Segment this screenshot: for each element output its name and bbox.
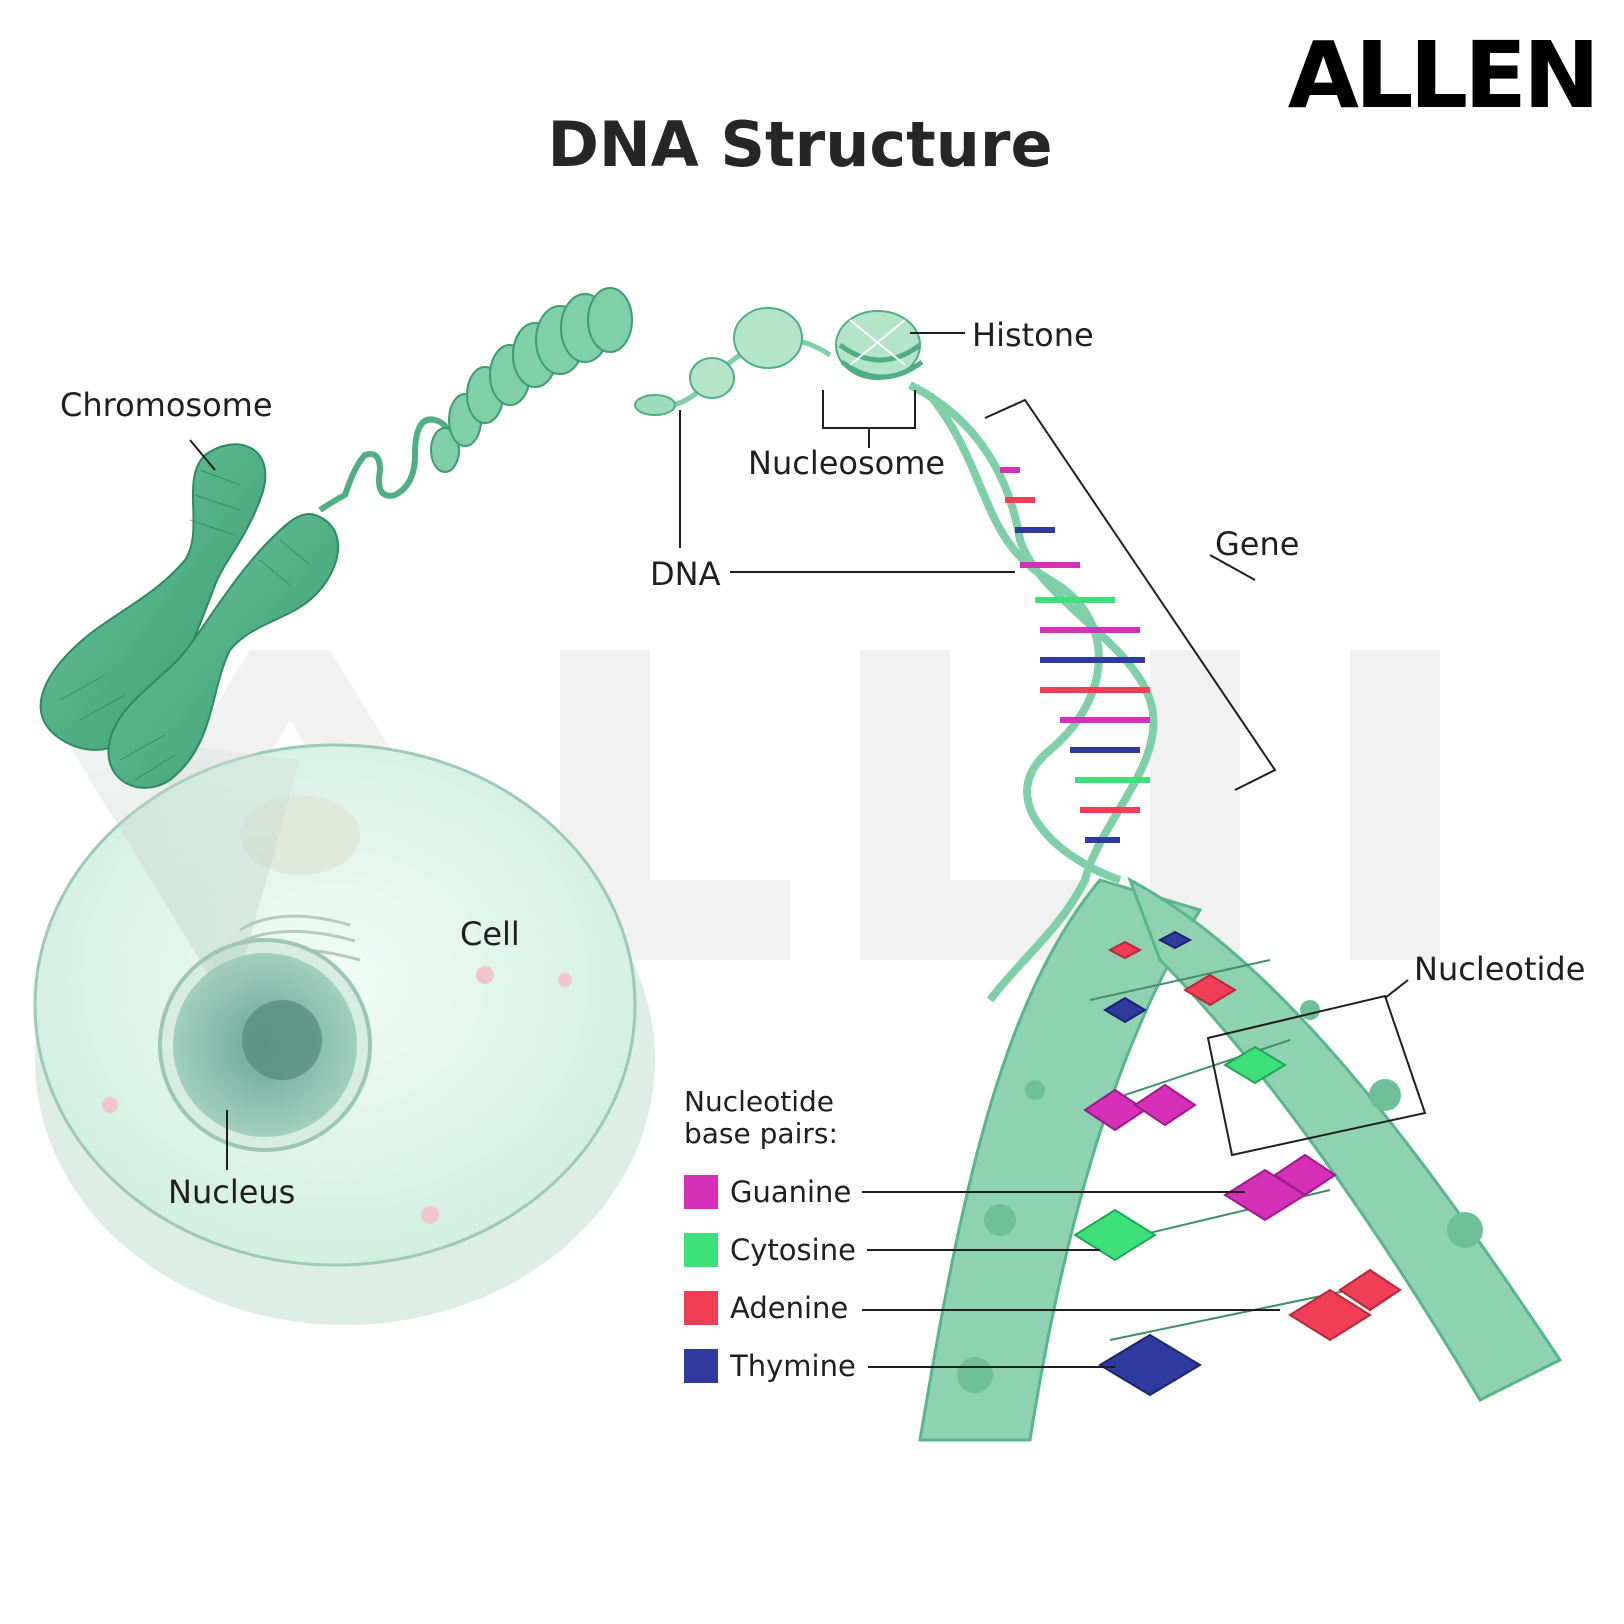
nucleus-illustration: [158, 938, 372, 1152]
adenine-swatch: [684, 1291, 718, 1325]
label-nucleotide: Nucleotide: [1414, 950, 1586, 988]
page-title: DNA Structure: [547, 108, 1053, 181]
leader-lines: [189, 332, 1427, 1368]
label-nucleus: Nucleus: [168, 1173, 296, 1211]
label-gene: Gene: [1215, 525, 1300, 563]
label-dna: DNA: [650, 555, 721, 593]
zoom-beam: [60, 730, 300, 1010]
legend-label: Adenine: [730, 1291, 849, 1325]
label-histone: Histone: [972, 316, 1094, 354]
chromosome-illustration: [39, 443, 340, 789]
legend-item-cytosine: Cytosine: [684, 1232, 856, 1268]
legend-label: Cytosine: [730, 1233, 856, 1267]
guanine-swatch: [684, 1175, 718, 1209]
solenoid-coil: [430, 287, 633, 473]
thymine-swatch: [684, 1349, 718, 1383]
legend-label: Guanine: [730, 1175, 852, 1209]
legend-title: Nucleotide base pairs:: [684, 1086, 838, 1150]
beads-on-string: [634, 307, 924, 416]
legend-title-line2: base pairs:: [684, 1117, 838, 1150]
legend-item-thymine: Thymine: [684, 1348, 856, 1384]
label-nucleosome: Nucleosome: [748, 444, 946, 482]
legend-label: Thymine: [730, 1349, 856, 1383]
legend-item-adenine: Adenine: [684, 1290, 848, 1326]
base-pair-hexagons: [1073, 930, 1402, 1397]
cytosine-swatch: [684, 1233, 718, 1267]
legend-item-guanine: Guanine: [684, 1174, 851, 1210]
label-cell: Cell: [460, 915, 520, 953]
chromatin-fiber: [318, 416, 454, 513]
dna-double-helix: [908, 381, 1158, 1003]
brand-logo: ALLEN: [1287, 22, 1600, 129]
label-chromosome: Chromosome: [60, 386, 273, 424]
legend-title-line1: Nucleotide: [684, 1085, 834, 1118]
